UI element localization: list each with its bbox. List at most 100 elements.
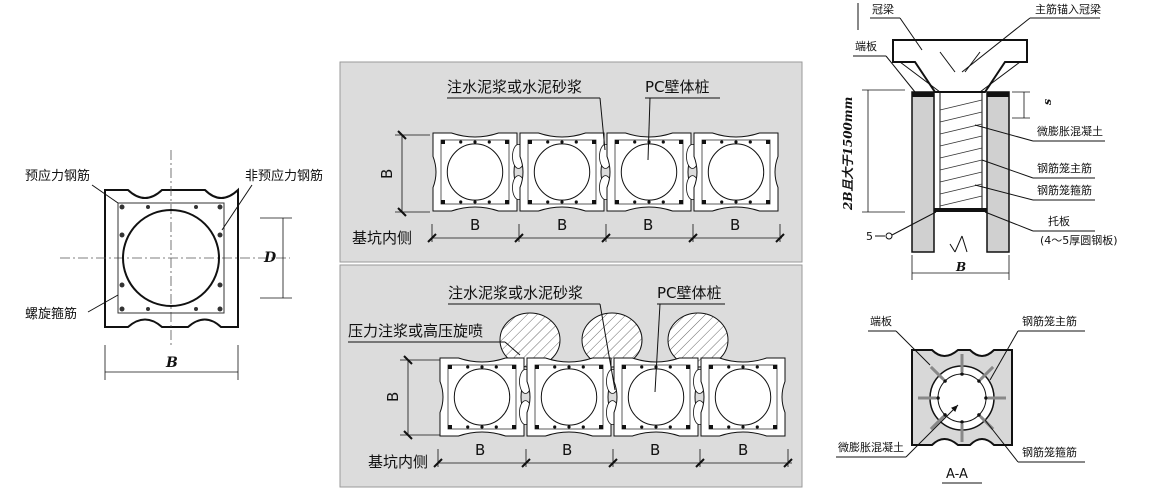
stirrup-line [939, 171, 983, 183]
dim-b-top-3: B [643, 216, 653, 234]
rebar [459, 140, 463, 144]
main-bar [943, 379, 947, 383]
stirrup-line [939, 183, 983, 195]
rebar [574, 200, 578, 204]
rebar [512, 365, 516, 369]
spiral-stirrup [117, 202, 225, 314]
rebar [505, 200, 509, 204]
rebar [741, 425, 745, 429]
label-pit-top: 基坑内侧 [352, 229, 412, 247]
rebar [755, 365, 759, 369]
rebar [640, 425, 644, 429]
label-grout-top: 注水泥浆或水泥砂浆 [447, 78, 582, 96]
rebar [480, 425, 484, 429]
elevation-detail: 冠梁 主筋锚入冠梁 端板 2B且大于1500mm s 微膨胀混凝土 钢筋笼主筋 … [841, 2, 1118, 280]
rebar [668, 365, 672, 369]
dim-ticks-top [427, 224, 785, 243]
label-cage-main-elev: 钢筋笼主筋 [1037, 161, 1092, 175]
pile-stirrup [534, 364, 604, 430]
pile-stirrup [447, 364, 517, 430]
anchor-bar [929, 365, 945, 381]
grout-column [581, 312, 643, 368]
rebar [441, 200, 445, 204]
rebar [615, 200, 619, 204]
label-end-plate-sect: 端板 [870, 314, 892, 328]
rebar [553, 425, 557, 429]
label-prestressed: 预应力钢筋 [25, 168, 90, 184]
pile-stirrup [440, 139, 510, 205]
dim-b-bottom-2: B [562, 441, 572, 459]
rebar [560, 200, 564, 204]
rebar [766, 200, 770, 204]
section-rebar [918, 354, 1006, 442]
rebar [553, 365, 557, 369]
rebar [686, 425, 690, 429]
rebar [581, 365, 585, 369]
pile-stirrup [701, 139, 771, 205]
stirrup-line [939, 195, 983, 207]
rebar [528, 140, 532, 144]
main-bar [984, 396, 988, 400]
rebar [734, 200, 738, 204]
rebar [727, 365, 731, 369]
rebar [727, 425, 731, 429]
main-bar [936, 396, 940, 400]
label-pc-pile-bottom: PC壁体桩 [657, 284, 722, 302]
rebar [633, 200, 637, 204]
rebar [546, 200, 550, 204]
pile-outline [104, 187, 239, 328]
label-non-prestressed: 非预应力钢筋 [245, 168, 323, 184]
grout-columns [499, 312, 729, 368]
rebar [622, 425, 626, 429]
dim-b-left: B [165, 355, 178, 371]
pile-core [446, 143, 504, 201]
label-support-plate: 托板 [1048, 214, 1070, 228]
label-pc-pile-top: PC壁体桩 [645, 78, 710, 96]
label-pit-bottom: 基坑内侧 [368, 453, 428, 471]
label-cage-main-sect: 钢筋笼主筋 [1022, 314, 1077, 328]
panel-top: 注水泥浆或水泥砂浆 PC壁体桩 B 基坑内侧 B B B B [339, 61, 803, 263]
stirrup-line [939, 123, 983, 135]
label-end-plate-elev: 端板 [855, 39, 877, 53]
label-cage-stirrup-sect: 钢筋笼箍筋 [1022, 445, 1077, 459]
pile-section-left: 预应力钢筋 非预应力钢筋 螺旋箍筋 D B [25, 150, 323, 380]
rebar [567, 365, 571, 369]
rebar-dots [119, 204, 223, 312]
stirrup-line [939, 135, 983, 147]
end-plate-left [912, 92, 934, 97]
label-grout-bottom: 注水泥浆或水泥砂浆 [448, 284, 583, 302]
label-cage-stirrup-elev: 钢筋笼箍筋 [1037, 183, 1092, 197]
main-bar [960, 372, 964, 376]
dim-length: 2B且大于1500mm [841, 97, 855, 211]
rebar [702, 200, 706, 204]
rebar [448, 365, 452, 369]
rebar [487, 200, 491, 204]
pile-stirrup [527, 139, 597, 205]
rebar [494, 365, 498, 369]
rebar [773, 425, 777, 429]
rebar [734, 140, 738, 144]
rebar [480, 365, 484, 369]
rebar [654, 425, 658, 429]
rebar [535, 425, 539, 429]
rebar [633, 140, 637, 144]
rebar [473, 200, 477, 204]
rebar [668, 425, 672, 429]
stirrup-line [939, 111, 983, 123]
cage-stirrups [939, 99, 983, 207]
rebar [574, 140, 578, 144]
rebar [647, 200, 651, 204]
dim-b-bottom-1: B [475, 441, 485, 459]
rebar [661, 140, 665, 144]
rebar [720, 200, 724, 204]
label-cap-beam: 冠梁 [872, 2, 894, 16]
panel-bottom: 注水泥浆或水泥砂浆 PC壁体桩 压力注浆或高压旋喷 B 基坑内侧 B B B B [339, 264, 803, 488]
dim-b-elev: B [955, 260, 966, 274]
cap-beam [892, 39, 1028, 93]
stirrup-line [939, 99, 983, 111]
rebar [741, 365, 745, 369]
rebar [512, 425, 516, 429]
pile-core [620, 143, 678, 201]
rebar [466, 425, 470, 429]
rebar [441, 140, 445, 144]
